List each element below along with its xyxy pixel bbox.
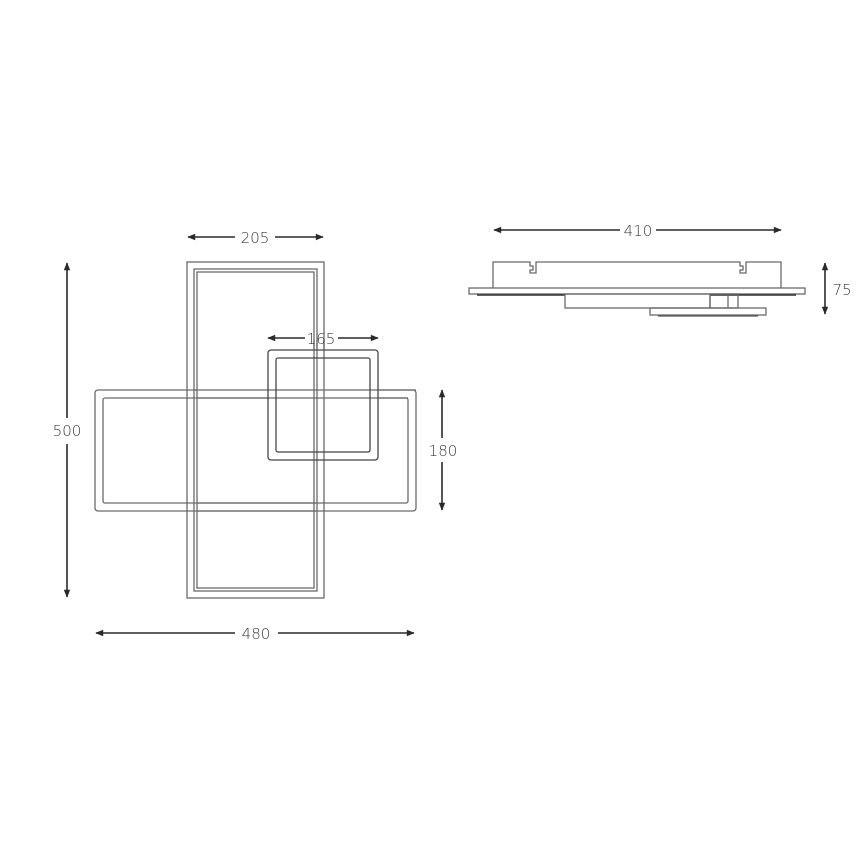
dimension-vertical-frame-width: 205: [187, 229, 324, 247]
dim-label-75: 75: [832, 281, 851, 299]
dim-label-500: 500: [53, 422, 82, 440]
dim-label-165: 165: [307, 330, 336, 348]
middle-body: [564, 293, 711, 309]
dimension-total-height: 500: [53, 262, 82, 598]
square-frame: [267, 340, 416, 461]
dim-label-480: 480: [242, 625, 271, 643]
base-plate: [468, 287, 806, 295]
dimension-side-depth: 75: [821, 262, 852, 315]
front-view: 205 165 500 180 480: [53, 229, 458, 643]
dim-label-410: 410: [624, 222, 653, 240]
dimension-horizontal-frame-height: 180: [429, 389, 458, 511]
side-view: 410 75: [468, 222, 852, 317]
dim-label-180: 180: [429, 442, 458, 460]
dimension-square-width: 165: [267, 330, 379, 348]
dim-label-205: 205: [241, 229, 270, 247]
connector: [709, 293, 739, 309]
mounting-bracket: [492, 261, 782, 288]
dimension-total-width: 480: [95, 625, 415, 643]
vertical-frame: [186, 261, 325, 599]
lower-disc: [649, 307, 767, 316]
horizontal-frame: [94, 389, 417, 512]
dimension-side-length: 410: [493, 222, 782, 240]
